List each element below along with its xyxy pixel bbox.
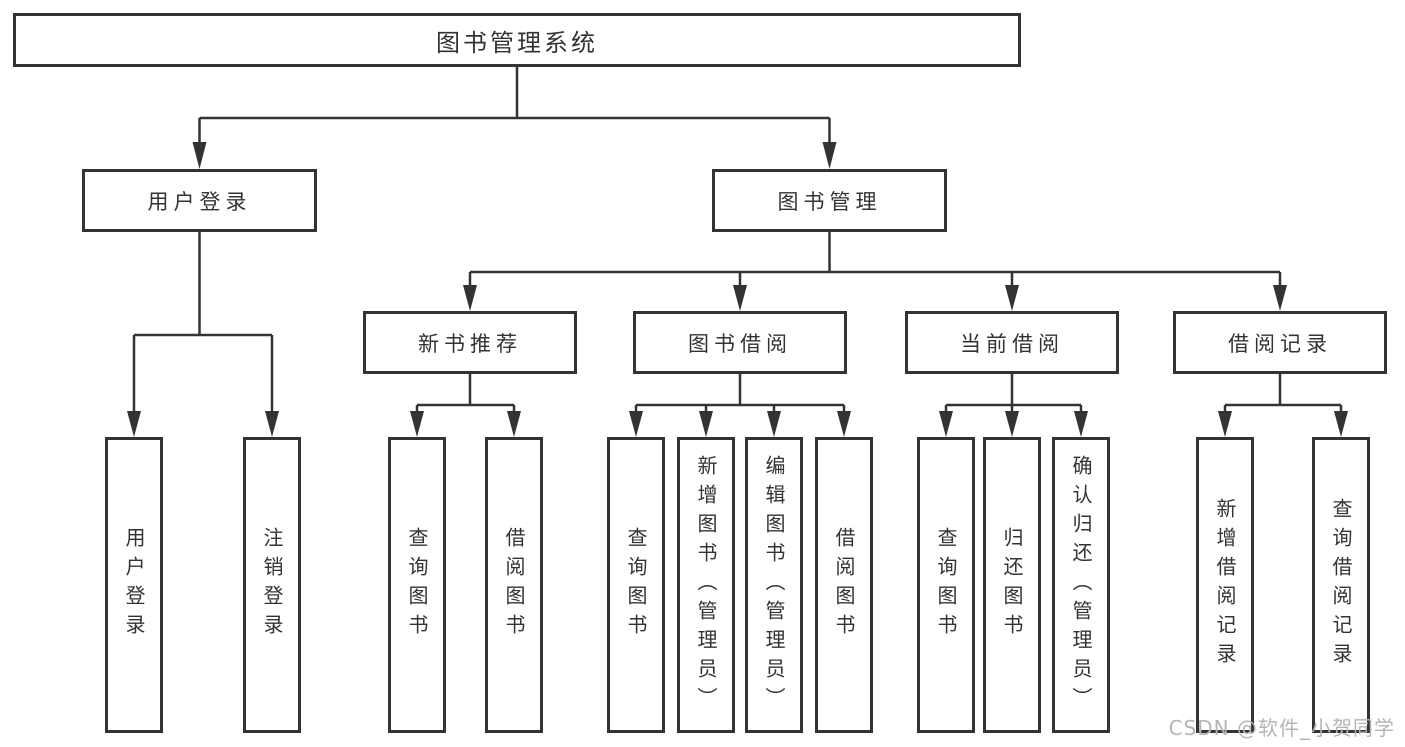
arrowhead-icon [1074,411,1088,437]
arrowhead-icon [463,285,477,311]
leaf-query-books: 查询图书 [388,437,446,733]
arrowhead-icon [629,411,643,437]
node-label: 新书推荐 [418,331,522,356]
arrowhead-icon [733,285,747,311]
leaf-confirm-return-admin: 确认归还（管理员） [1052,437,1110,733]
connector-borrow-records-group [1223,374,1343,413]
node-label: 当前借阅 [960,331,1064,356]
leaf-label: 查询图书 [624,527,648,643]
csdn-watermark: CSDN @软件_小贺同学 [1168,716,1395,740]
arrowhead-icon [837,411,851,437]
node-label: 借阅记录 [1228,331,1332,356]
node-label: 图书借阅 [688,331,792,356]
node-user-login: 用户登录 [82,169,317,232]
arrowhead-icon [127,411,141,437]
leaf-label: 查询借阅记录 [1329,498,1353,672]
arrowhead-icon [1005,411,1019,437]
leaf-label: 新增借阅记录 [1213,498,1237,672]
leaf-query-borrow-record: 查询借阅记录 [1312,437,1370,733]
leaf-label: 查询图书 [934,527,958,643]
node-new-book-recommend: 新书推荐 [363,311,577,374]
arrowhead-icon [1218,411,1232,437]
arrowhead-icon [265,411,279,437]
node-label: 用户登录 [147,189,252,214]
arrowhead-icon [1334,411,1348,437]
leaf-borrow-books: 借阅图书 [485,437,543,733]
connector-new-book-group [415,374,516,413]
leaf-borrow-books: 借阅图书 [815,437,873,733]
node-book-management: 图书管理 [712,169,947,232]
leaf-label: 查询图书 [405,527,429,643]
node-borrow-records: 借阅记录 [1173,311,1387,374]
leaf-add-books-admin: 新增图书（管理员） [677,437,735,733]
node-label: 图书管理系统 [436,28,598,57]
leaf-label: 编辑图书（管理员） [762,454,786,716]
leaf-return-books: 归还图书 [983,437,1041,733]
arrowhead-icon [1005,285,1019,311]
leaf-query-books: 查询图书 [607,437,665,733]
leaf-user-login: 用户登录 [105,437,163,733]
arrowhead-icon [699,411,713,437]
arrowhead-icon [507,411,521,437]
leaf-label: 注销登录 [260,527,284,643]
leaf-label: 借阅图书 [502,527,526,643]
leaf-edit-books-admin: 编辑图书（管理员） [745,437,803,733]
leaf-label: 确认归还（管理员） [1069,454,1093,716]
leaf-logout: 注销登录 [243,437,301,733]
leaf-label: 归还图书 [1000,527,1024,643]
arrowhead-icon [192,142,207,169]
node-current-borrow: 当前借阅 [905,311,1119,374]
leaf-query-books: 查询图书 [917,437,975,733]
arrowhead-icon [822,142,837,169]
connector-current-borrow-group [944,374,1083,413]
connector-user-login-group [132,232,274,413]
arrowhead-icon [1273,285,1287,311]
arrowhead-icon [939,411,953,437]
node-root-system: 图书管理系统 [13,13,1021,67]
arrowhead-icon [767,411,781,437]
node-label: 图书管理 [777,189,882,214]
leaf-add-borrow-record: 新增借阅记录 [1196,437,1254,733]
connector-book-borrow-group [634,374,846,413]
arrowhead-icon [410,411,424,437]
leaf-label: 用户登录 [122,527,146,643]
leaf-label: 新增图书（管理员） [694,454,718,716]
node-book-borrow: 图书借阅 [633,311,847,374]
connector-book-management-to-level3 [468,232,1282,287]
leaf-label: 借阅图书 [832,527,856,643]
connector-root-to-level2 [198,67,831,144]
